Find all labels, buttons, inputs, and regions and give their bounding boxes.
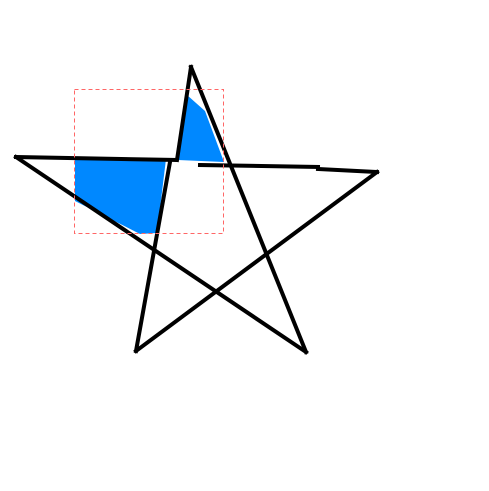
star-edge-top-to-bottom-left-upper (174, 64, 194, 163)
star-edge-center-bar (197, 162, 321, 170)
blue-fill-region-top (178, 95, 224, 162)
star-edge-inner-left-lower (133, 159, 173, 354)
star-outline (13, 64, 380, 355)
star-edge-right-to-bottom-left (133, 169, 380, 354)
blue-fill-region-left (75, 159, 166, 234)
star-edge-right-arm-top (315, 166, 380, 175)
selection-rectangle[interactable] (74, 89, 224, 234)
star-edge-left-to-bottom-right (13, 154, 309, 355)
star-edge-left-arm-top (13, 154, 179, 163)
star-edge-top-to-bottom-right (188, 64, 309, 355)
